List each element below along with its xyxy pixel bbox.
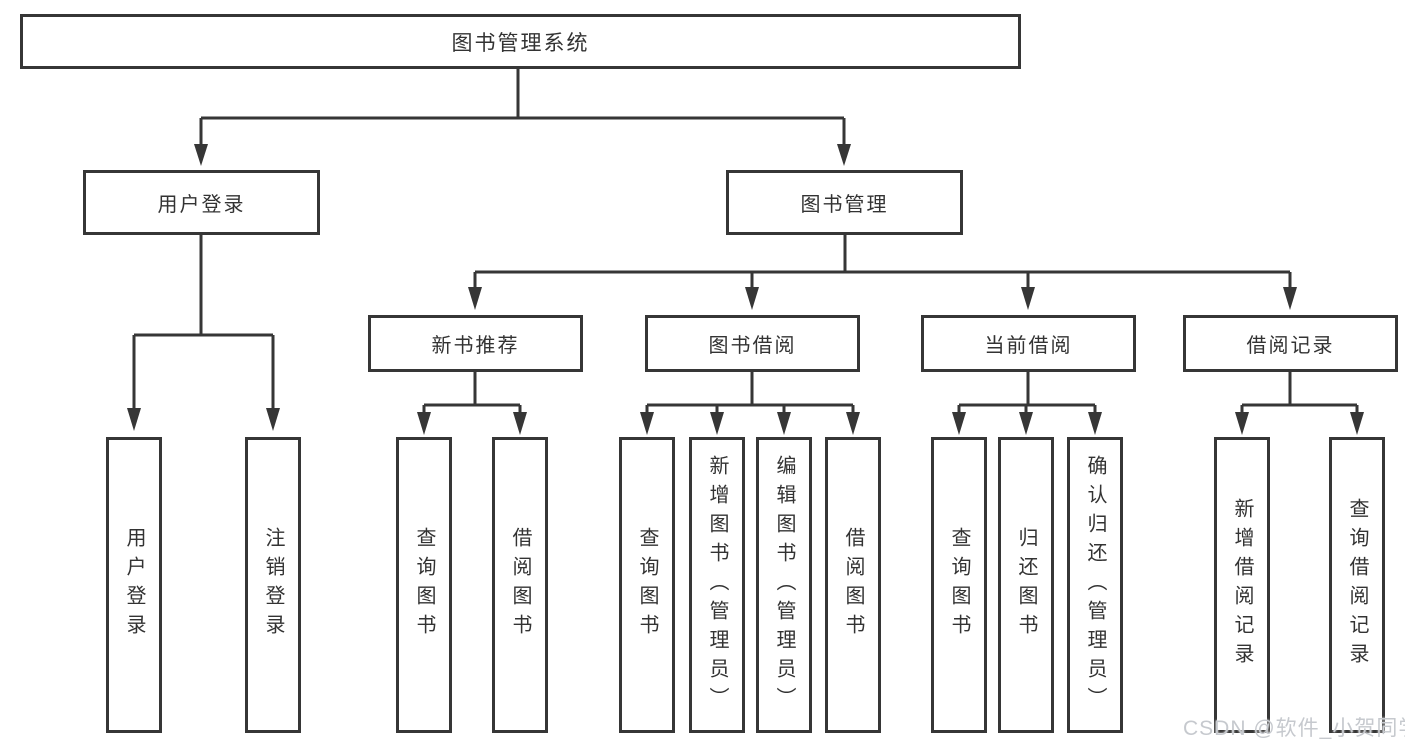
leaf-add-books-admin: 新增图书（管理员） [689, 437, 745, 733]
node-current-borrowing: 当前借阅 [921, 315, 1136, 372]
leaf-query-books-recommend: 查询图书 [396, 437, 452, 733]
node-book-management-label: 图书管理 [800, 194, 889, 216]
node-book-borrowing-label: 图书借阅 [708, 335, 797, 357]
node-book-management: 图书管理 [726, 170, 963, 235]
leaf-edit-books-admin: 编辑图书（管理员） [756, 437, 812, 733]
leaf-confirm-return-admin: 确认归还（管理员） [1067, 437, 1123, 733]
leaf-borrow-books-recommend: 借阅图书 [492, 437, 548, 733]
node-current-borrowing-label: 当前借阅 [984, 335, 1073, 357]
leaf-query-books-current: 查询图书 [931, 437, 987, 733]
node-borrowing-records-label: 借阅记录 [1246, 335, 1335, 357]
leaf-user-login: 用户登录 [106, 437, 162, 733]
node-new-book-recommend-label: 新书推荐 [431, 335, 520, 357]
node-root: 图书管理系统 [20, 14, 1021, 69]
node-user-login: 用户登录 [83, 170, 320, 235]
leaf-borrow-books-borrowing: 借阅图书 [825, 437, 881, 733]
node-root-label: 图书管理系统 [451, 31, 590, 55]
leaf-query-borrow-record: 查询借阅记录 [1329, 437, 1385, 733]
node-borrowing-records: 借阅记录 [1183, 315, 1398, 372]
watermark: CSDN @软件_小贺同学 [1183, 717, 1405, 740]
node-book-borrowing: 图书借阅 [645, 315, 860, 372]
leaf-add-borrow-record: 新增借阅记录 [1214, 437, 1270, 733]
node-user-login-label: 用户登录 [157, 194, 246, 216]
leaf-logout: 注销登录 [245, 437, 301, 733]
node-new-book-recommend: 新书推荐 [368, 315, 583, 372]
leaf-query-books-borrowing: 查询图书 [619, 437, 675, 733]
leaf-return-books: 归还图书 [998, 437, 1054, 733]
